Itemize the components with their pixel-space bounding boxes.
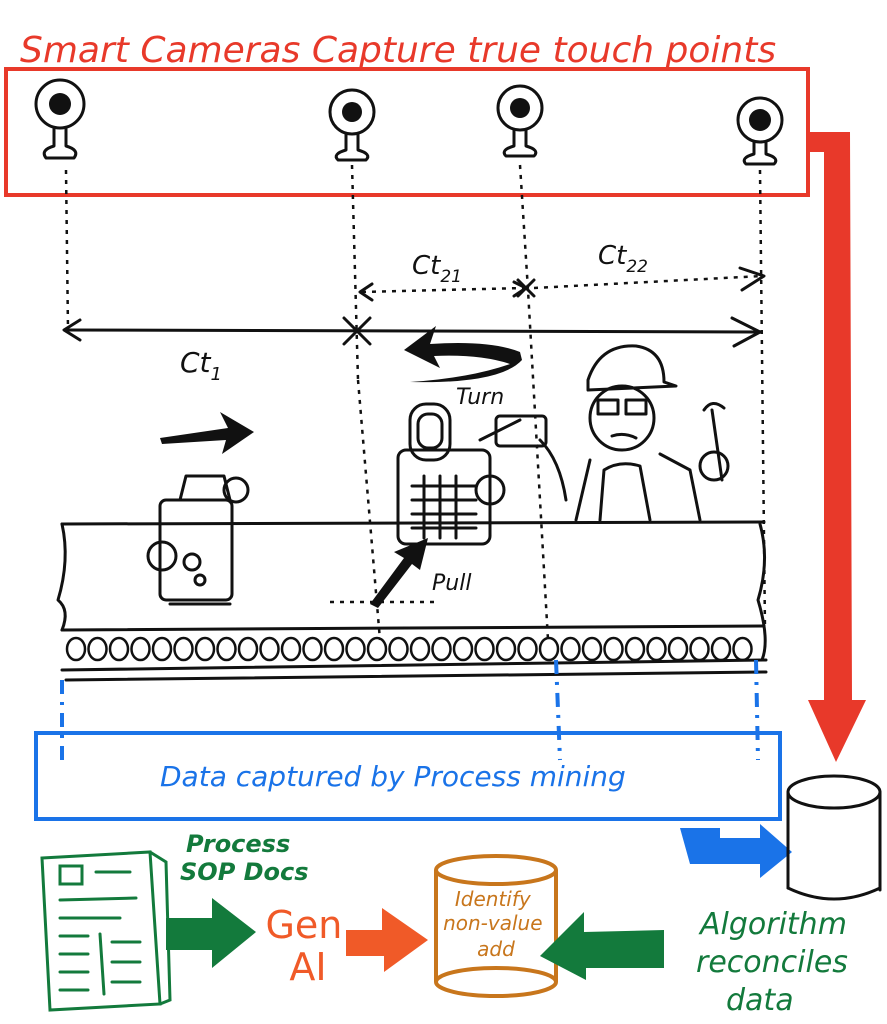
- flow-direction-arrow-icon: [160, 412, 254, 454]
- conveyor-roller: [237, 636, 259, 662]
- conveyor-roller: [538, 636, 560, 662]
- conveyor-roller: [87, 636, 108, 662]
- conveyor-roller: [323, 636, 345, 662]
- conveyor-roller: [194, 636, 216, 662]
- conveyor-roller: [452, 636, 474, 662]
- algorithm-label: Algorithm reconciles data: [696, 907, 857, 1018]
- worker-icon: [494, 344, 730, 522]
- pull-label: Pull: [432, 571, 471, 596]
- turn-arrow-icon: [404, 326, 522, 383]
- conveyor-roller: [108, 636, 130, 662]
- conveyor-roller: [474, 636, 495, 662]
- conveyor-roller: [151, 636, 173, 662]
- conveyor-roller: [130, 636, 151, 662]
- camera-icon: [736, 96, 784, 166]
- process-mining-lines: [60, 659, 760, 761]
- product-in-process-icon: [396, 402, 522, 546]
- ct22-arrow: [533, 266, 766, 292]
- conveyor-roller: [495, 636, 517, 662]
- process-mining-box: [34, 731, 782, 821]
- ct21-label: Ct21: [412, 251, 462, 287]
- algorithm-to-identify-arrow: [540, 912, 664, 980]
- conveyor-belt: [56, 520, 768, 682]
- conveyor-roller: [581, 636, 603, 662]
- conveyor-roller: [431, 636, 452, 662]
- conveyor-roller: [603, 636, 624, 662]
- conveyor-roller: [259, 636, 280, 662]
- conveyor-roller: [409, 636, 431, 662]
- conveyor-roller: [710, 636, 732, 662]
- genai-to-identify-arrow: [346, 908, 428, 972]
- camera-icon: [34, 78, 86, 160]
- conveyor-roller: [388, 636, 409, 662]
- conveyor-roller: [345, 636, 366, 662]
- ct21-arrow: [358, 278, 536, 302]
- conveyor-roller: [302, 636, 323, 662]
- process-mining-label: Data captured by Process mining: [160, 760, 626, 793]
- sop-docs-label: Process SOP Docs: [180, 830, 309, 886]
- camera-icon: [328, 88, 376, 162]
- conveyor-roller: [689, 636, 710, 662]
- conveyor-roller: [732, 636, 753, 662]
- camera-data-arrow: [808, 132, 866, 762]
- pull-arrow-icon: [370, 538, 428, 608]
- conveyor-roller: [667, 636, 689, 662]
- diagram-title: Smart Cameras Capture true touch points: [20, 30, 776, 71]
- conveyor-roller: [65, 636, 87, 662]
- conveyor-roller: [624, 636, 646, 662]
- conveyor-roller: [173, 636, 194, 662]
- conveyor-roller: [216, 636, 237, 662]
- conveyor-roller: [366, 636, 388, 662]
- identify-label: Identify non-value add: [443, 887, 549, 961]
- product-icon: [146, 474, 250, 606]
- conveyor-roller: [517, 636, 538, 662]
- camera-icon: [496, 84, 544, 158]
- conveyor-roller: [560, 636, 581, 662]
- sop-to-genai-arrow: [166, 898, 256, 968]
- database-icon: [786, 774, 882, 901]
- ct22-label: Ct22: [598, 241, 648, 277]
- conveyor-roller: [280, 636, 302, 662]
- gen-ai-label: Gen AI: [265, 903, 354, 989]
- turn-label: Turn: [456, 385, 504, 410]
- touch-point-lines: [64, 164, 767, 641]
- conveyor-roller: [646, 636, 667, 662]
- ct1-label: Ct1: [180, 346, 222, 385]
- camera-zone-box: [4, 67, 810, 197]
- process-mining-arrow: [680, 824, 792, 878]
- ct1-arrow: [62, 316, 762, 348]
- sop-document-icon: [40, 850, 172, 1012]
